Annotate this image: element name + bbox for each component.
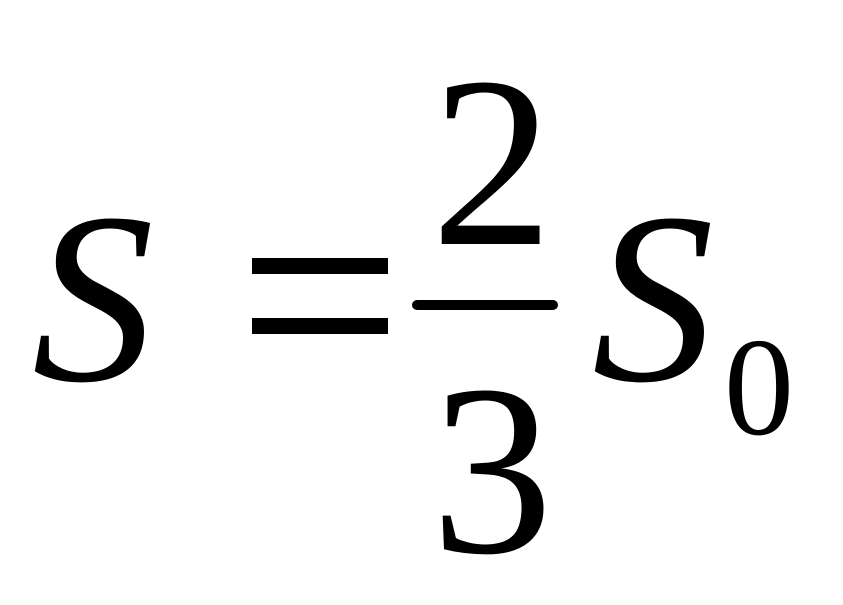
equals-bottom-bar: [252, 318, 388, 334]
rhs-variable: S: [592, 163, 714, 433]
fraction-numerator: 2: [431, 27, 553, 297]
fraction-denominator: 3: [431, 335, 553, 605]
fraction-bar: [412, 300, 558, 310]
lhs-variable: S: [32, 163, 154, 433]
equals-top-bar: [252, 258, 388, 274]
rhs-subscript: 0: [724, 310, 794, 465]
